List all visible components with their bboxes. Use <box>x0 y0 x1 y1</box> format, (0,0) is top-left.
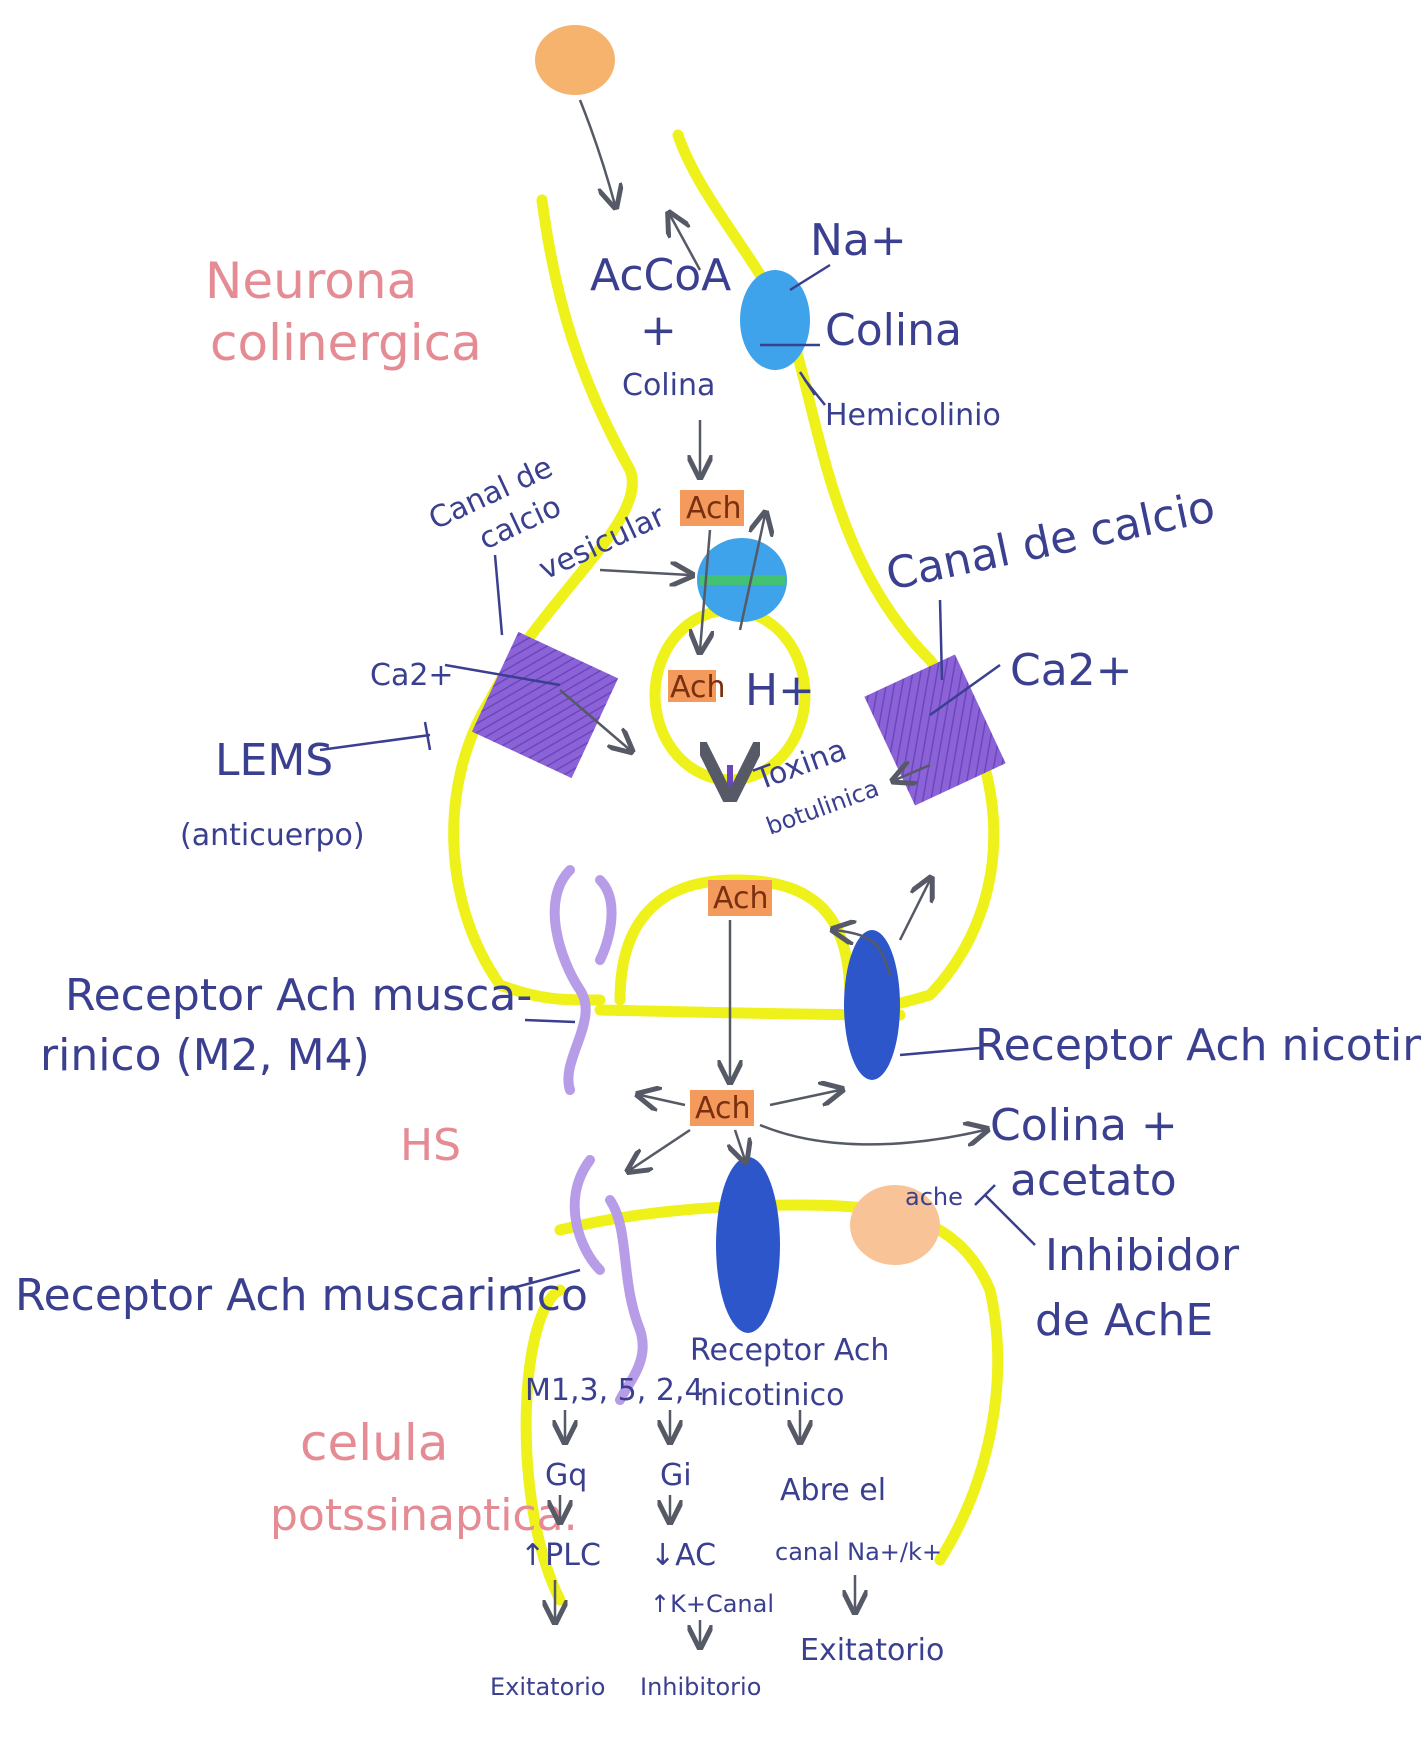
calcium-channel-right-label: Canal de calcio <box>882 481 1220 600</box>
choline-acetate-line-2: acetato <box>1010 1155 1177 1206</box>
postsynaptic-nicotinic-label-line-2: nicotinico <box>700 1378 845 1413</box>
hemicholinium-label: Hemicolinio <box>825 398 1001 433</box>
postsynaptic-nicotinic-receptor <box>716 1157 780 1333</box>
plus-sign: + <box>640 305 677 356</box>
hs-label: HS <box>400 1120 461 1171</box>
sodium-label: Na+ <box>810 215 907 266</box>
neuron-title-line-2: colinergica <box>210 314 482 372</box>
neuron-title-line-1: Neurona <box>205 252 417 310</box>
presynaptic-muscarinic-label-line-2: rinico (M2, M4) <box>40 1030 370 1081</box>
vesicular-transporter-band <box>700 575 785 585</box>
gi-label: Gi <box>660 1458 692 1493</box>
postsynaptic-nicotinic-label-line-1: Receptor Ach <box>690 1333 889 1368</box>
gq-label: Gq <box>545 1458 587 1493</box>
calcium-channel-left <box>472 632 618 778</box>
presynaptic-nicotinic-label: Receptor Ach nicotinico <box>975 1020 1421 1071</box>
excitatory-label-1: Exitatorio <box>490 1673 605 1701</box>
potassium-channel-label: ↑K+Canal <box>650 1590 774 1618</box>
lems-label: LEMS <box>215 735 333 786</box>
opens-channel-line-2: canal Na+/k+ <box>775 1538 942 1566</box>
precursor-blob <box>535 25 615 95</box>
ach-vesicle-label: Ach <box>670 670 726 705</box>
calcium-left-label: Ca2+ <box>370 658 454 693</box>
choline-left-label: Colina <box>622 368 715 403</box>
choline-acetate-line-1: Colina + <box>990 1100 1178 1151</box>
presynaptic-nicotinic-receptor <box>844 930 900 1080</box>
postsynaptic-cell-title-line-1: celula <box>300 1414 448 1472</box>
accoa-label: AcCoA <box>590 250 731 301</box>
ach-fused-label: Ach <box>713 881 769 916</box>
calcium-right-label: Ca2+ <box>1010 645 1133 696</box>
presynaptic-muscarinic-label-line-1: Receptor Ach musca- <box>65 970 532 1021</box>
opens-channel-line-1: Abre el <box>780 1473 886 1508</box>
postsynaptic-muscarinic-label: Receptor Ach muscarinico <box>15 1270 588 1321</box>
ache-label: ache <box>905 1183 963 1211</box>
muscarinic-subtypes-label: M1,3, 5, 2,4 <box>525 1373 704 1408</box>
ache-inhibitor-line-2: de AchE <box>1035 1295 1213 1346</box>
ach-top-label: Ach <box>686 491 742 526</box>
postsynaptic-cell-title-line-2: potssinaptica. <box>270 1490 578 1541</box>
ach-cleft-label: Ach <box>695 1091 751 1126</box>
plc-label: ↑PLC <box>520 1538 601 1573</box>
antibody-label: (anticuerpo) <box>180 818 365 853</box>
inhibitory-label: Inhibitorio <box>640 1673 761 1701</box>
ache-inhibitor-line-1: Inhibidor <box>1045 1230 1240 1281</box>
proton-label: H+ <box>745 665 815 716</box>
ac-label: ↓AC <box>650 1538 716 1573</box>
excitatory-label-2: Exitatorio <box>800 1633 944 1668</box>
presynaptic-muscarinic-receptor <box>555 870 612 1090</box>
choline-right-label: Colina <box>825 305 962 356</box>
